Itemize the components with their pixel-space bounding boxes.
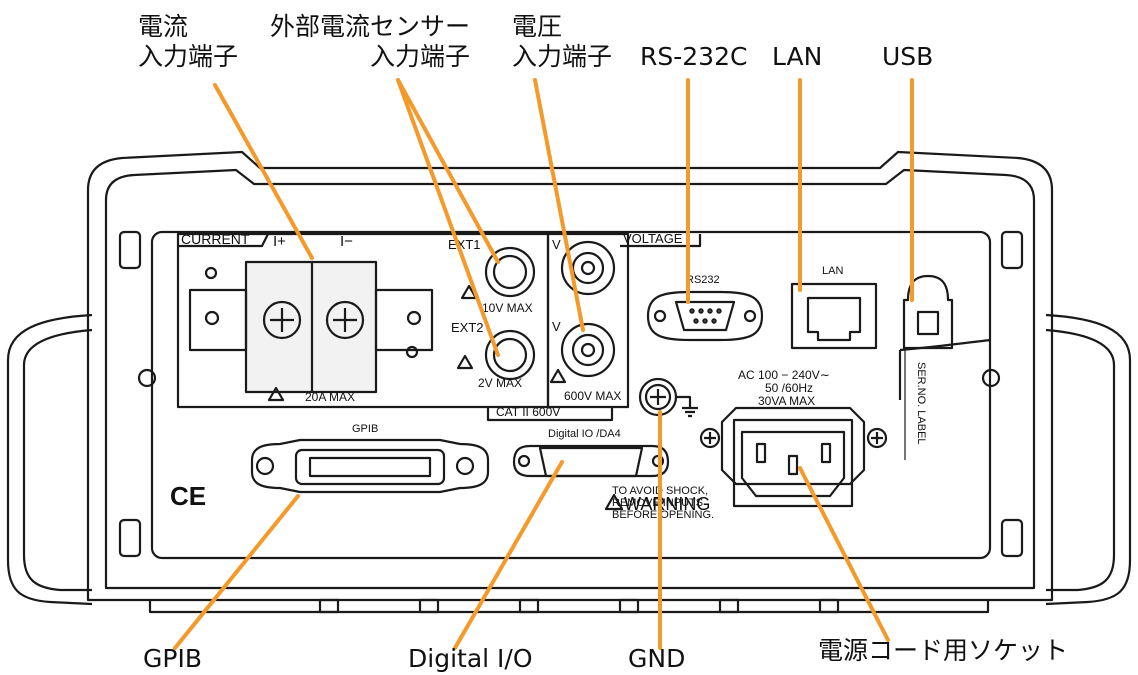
digital-io-label: Digital IO /DA4 bbox=[548, 428, 621, 440]
callout-gnd-text: GND bbox=[628, 644, 686, 673]
callout-current-input: 電流 入力端子 bbox=[138, 12, 238, 72]
warning-line3: BEFORE OPENING. bbox=[612, 509, 714, 521]
callout-digital-io: Digital I/O bbox=[408, 644, 533, 674]
v-bottom-label: V bbox=[552, 319, 561, 334]
rs232-port[interactable] bbox=[646, 290, 764, 342]
warning-label: WARNING bbox=[624, 494, 710, 514]
leader-lines bbox=[173, 78, 914, 650]
i-minus-label: I− bbox=[340, 233, 353, 250]
callout-voltage-line1: 電圧 bbox=[512, 12, 563, 41]
callout-rs232c-text: RS-232C bbox=[640, 42, 748, 71]
digital-io-connector[interactable] bbox=[512, 444, 670, 478]
ac-power-socket[interactable] bbox=[699, 406, 888, 508]
ext1-connector[interactable] bbox=[484, 246, 536, 298]
rs232-label: RS232 bbox=[686, 274, 720, 286]
current-rating: 20A MAX bbox=[305, 390, 355, 404]
callout-ext-sensor-input: 外部電流センサー 入力端子 bbox=[270, 12, 470, 72]
gpib-connector[interactable] bbox=[250, 438, 490, 494]
inner-panel bbox=[150, 230, 992, 560]
ac-rating-line2: 50 /60Hz bbox=[765, 381, 813, 395]
left-handle bbox=[6, 313, 93, 606]
callout-ext-sensor-line2: 入力端子 bbox=[370, 42, 471, 71]
v-top-label: V bbox=[552, 237, 561, 252]
ext1-rating: 10V MAX bbox=[482, 301, 533, 315]
voltage-hi-terminal[interactable] bbox=[560, 240, 616, 296]
callout-usb-text: USB bbox=[882, 42, 934, 71]
callout-power-socket-text: 電源コード用ソケット bbox=[818, 636, 1069, 665]
callout-usb: USB bbox=[882, 42, 933, 72]
callout-current-input-line1: 電流 bbox=[138, 12, 189, 41]
ext1-label: EXT1 bbox=[448, 237, 481, 252]
serial-number-label: SER.NO. LABEL bbox=[915, 362, 927, 445]
ce-mark: CE bbox=[170, 481, 206, 511]
callout-digital-io-text: Digital I/O bbox=[408, 644, 533, 673]
lan-label: LAN bbox=[822, 265, 843, 277]
warning-line2: REMOVE INPUTS bbox=[612, 497, 703, 509]
callout-lan: LAN bbox=[772, 42, 822, 72]
chassis-outline bbox=[86, 150, 1054, 602]
callout-voltage-line2: 入力端子 bbox=[512, 42, 613, 71]
callout-gnd: GND bbox=[628, 644, 685, 674]
ac-rating-line3: 30VA MAX bbox=[758, 394, 815, 408]
callout-current-input-line2: 入力端子 bbox=[138, 42, 239, 71]
voltage-label: VOLTAGE bbox=[623, 231, 683, 246]
callout-gpib-text: GPIB bbox=[143, 644, 202, 673]
bottom-feet bbox=[148, 598, 990, 614]
callout-lan-text: LAN bbox=[772, 42, 823, 71]
callout-rs232c: RS-232C bbox=[640, 42, 747, 72]
callout-ext-sensor-line1: 外部電流センサー bbox=[270, 12, 471, 41]
voltage-lo-terminal[interactable] bbox=[560, 322, 616, 378]
lan-port[interactable] bbox=[790, 282, 878, 350]
current-label: CURRENT bbox=[181, 231, 250, 247]
cat-label: CAT II 600V bbox=[496, 405, 560, 419]
i-plus-label: I+ bbox=[273, 233, 286, 250]
gpib-label: GPIB bbox=[352, 423, 378, 435]
right-handle bbox=[1045, 313, 1132, 606]
gnd-terminal[interactable] bbox=[638, 377, 698, 418]
voltage-terminal-block bbox=[546, 232, 630, 409]
callout-power-socket: 電源コード用ソケット bbox=[818, 636, 1068, 666]
ext2-rating: 2V MAX bbox=[478, 376, 522, 390]
ext2-connector[interactable] bbox=[484, 329, 536, 381]
voltage-rating: 600V MAX bbox=[564, 389, 621, 403]
ac-rating-line1: AC 100 − 240V∼ bbox=[738, 368, 830, 382]
callout-voltage-input: 電圧 入力端子 bbox=[512, 12, 612, 72]
callout-gpib: GPIB bbox=[143, 644, 202, 674]
ext2-label: EXT2 bbox=[451, 320, 484, 335]
